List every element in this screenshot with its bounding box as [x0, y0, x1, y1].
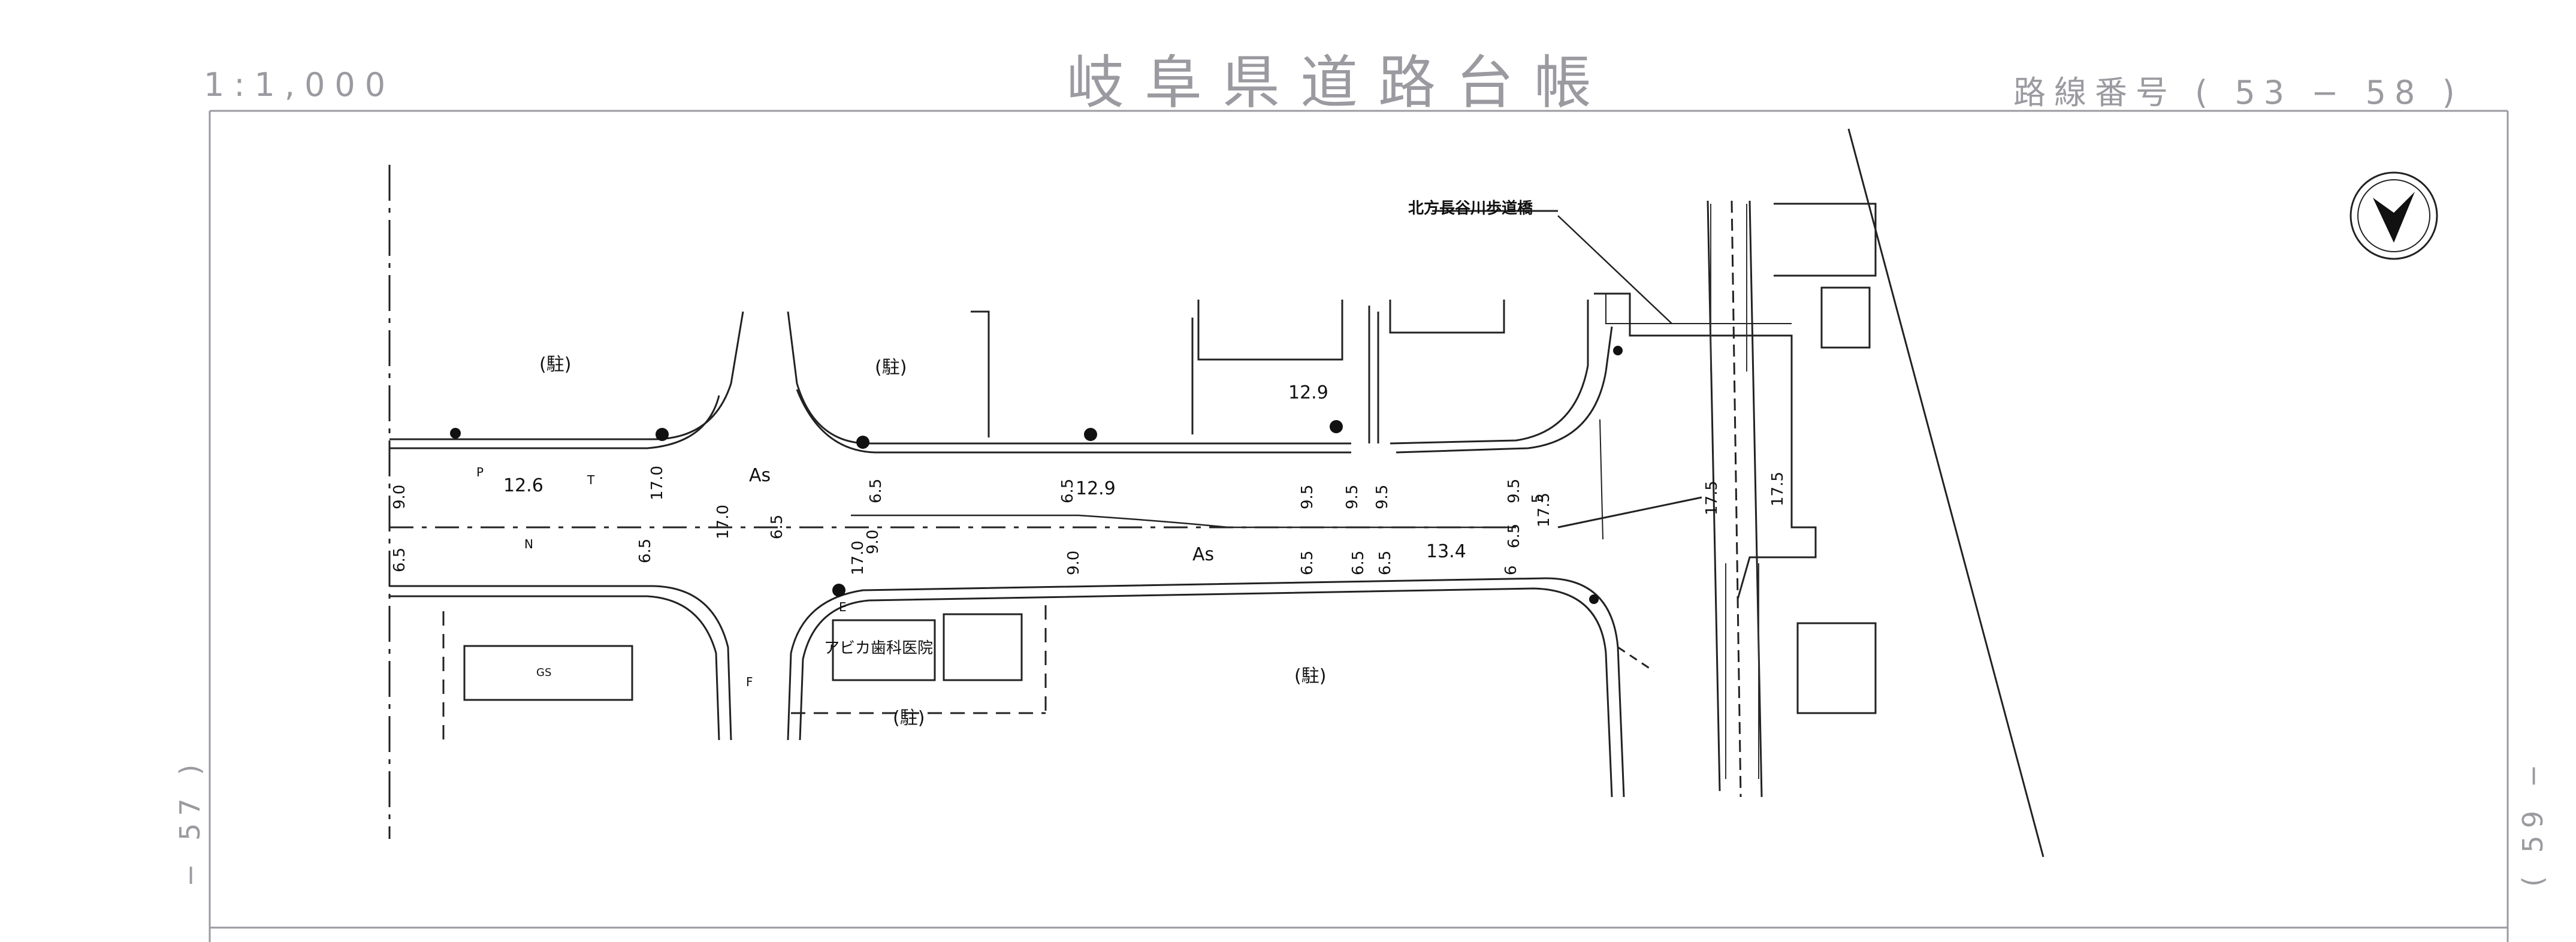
dimension-label: 6.5 — [1376, 551, 1394, 575]
road-width-label: 12.9 — [1076, 478, 1116, 499]
dimension-label: 9.0 — [864, 530, 882, 554]
clinic-label: アビカ歯科医院 — [824, 639, 933, 657]
dimension-label: 17.0 — [849, 541, 867, 575]
parking-label: (駐) — [539, 354, 571, 375]
dimension-label: 9.5 — [1373, 485, 1391, 509]
railing-hatch — [1710, 204, 1759, 779]
dimension-label: 17.0 — [714, 505, 732, 539]
dimension-label: 9.5 — [1343, 485, 1361, 509]
utility-markers — [450, 346, 1623, 604]
dimension-label: 17.5 — [1703, 481, 1721, 515]
north-arrow-icon — [2349, 171, 2438, 260]
dimension-label: 5 — [1529, 493, 1547, 503]
dimension-label: 6.5 — [867, 479, 885, 503]
dimension-label: 9.5 — [1505, 479, 1523, 503]
parking-label: (駐) — [875, 357, 907, 378]
dimension-label: 6.5 — [1505, 524, 1523, 548]
dimension-label: 17.0 — [648, 466, 666, 500]
scale-label: 1:1,000 — [204, 66, 395, 104]
dimension-label: 9.5 — [1298, 485, 1316, 509]
dimension-label: 6 — [1502, 565, 1520, 575]
surface-label: As — [749, 465, 771, 486]
dimension-label: 6.5 — [768, 515, 786, 539]
gas-station-building — [463, 645, 633, 701]
dimension-label: 17.5 — [1535, 493, 1553, 527]
road-width-label: 13.4 — [1426, 541, 1466, 562]
parking-label: (駐) — [893, 708, 925, 729]
dimension-label: 6.5 — [636, 539, 654, 563]
gas-station-label: GS — [536, 666, 551, 679]
marker-letter: N — [524, 537, 533, 551]
road-width-label: 12.6 — [503, 475, 543, 496]
river-bank — [1707, 200, 1721, 792]
road-edge-north — [389, 311, 744, 440]
marker-letter: F — [746, 675, 753, 689]
page-title: 岐阜県道路台帳 — [1067, 49, 1612, 116]
dimension-label: 6.5 — [1059, 479, 1077, 503]
marker-letter: T — [587, 473, 595, 487]
clinic-building — [832, 619, 936, 681]
dimension-label: 17.5 — [1769, 472, 1787, 506]
surface-label: As — [1192, 544, 1214, 565]
dimension-label: 9.0 — [1065, 551, 1083, 575]
bridge-name-label: 北方長谷川歩道橋 — [1408, 199, 1533, 218]
road-edge-south — [389, 585, 732, 741]
pedestrian-bridge — [1594, 292, 1817, 600]
route-number: 路線番号 ( 53 − 58 ) — [2013, 74, 2463, 111]
dimension-label: 6.5 — [1349, 551, 1367, 575]
dimension-label: 6.5 — [1298, 551, 1316, 575]
marker-letter: E — [839, 600, 847, 614]
parking-label: (駐) — [1294, 666, 1326, 687]
sheet-frame — [209, 110, 2509, 942]
marker-letter: P — [476, 465, 484, 479]
dimension-label: 6.5 — [391, 548, 409, 572]
road-width-label: 12.9 — [1288, 382, 1328, 403]
dimension-label: 9.0 — [391, 485, 409, 509]
